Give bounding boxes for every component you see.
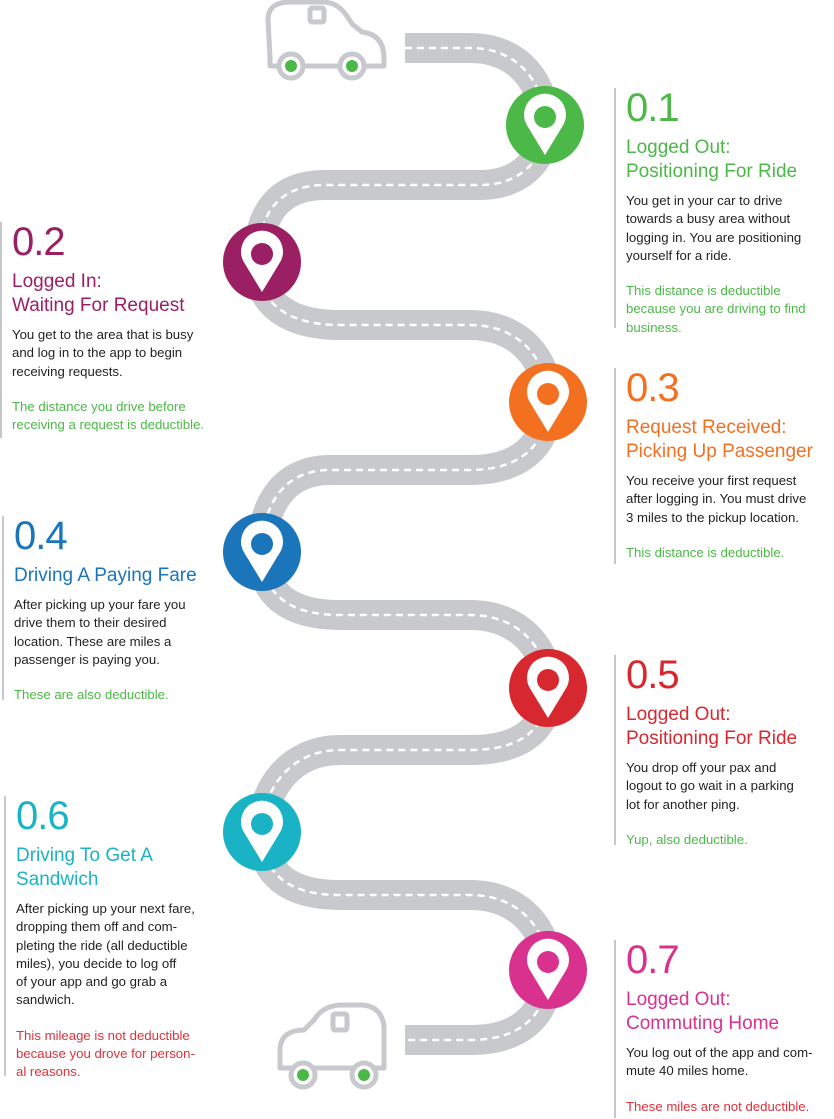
- step-description: You log out of the app and com- mute 40 …: [626, 1045, 813, 1079]
- step-number: 0.1: [626, 86, 680, 130]
- step-divider: [614, 655, 616, 845]
- step-deductibility-note: This distance is deductible because you …: [626, 283, 806, 335]
- step-deductibility-note: Yup, also deductible.: [626, 831, 748, 847]
- step-number: 0.6: [16, 794, 70, 838]
- step-0.3-map-pin-icon: [509, 363, 587, 441]
- step-deductibility-note: These are also deductible.: [14, 687, 169, 703]
- step-deductibility-note: These miles are not deductible.: [626, 1098, 810, 1114]
- step-divider: [614, 88, 616, 328]
- step-divider: [614, 940, 616, 1118]
- step-0.5-map-pin-icon: [509, 649, 587, 727]
- step-divider: [4, 796, 6, 1076]
- step-title: Driving To Get A Sandwich: [16, 845, 153, 890]
- step-title: Logged Out: Positioning For Ride: [626, 704, 798, 749]
- step-deductibility-note: This distance is deductible.: [626, 544, 785, 560]
- step-title: Driving A Paying Fare: [14, 565, 197, 586]
- step-number: 0.4: [14, 514, 68, 558]
- car-wheel-hub: [297, 1069, 309, 1081]
- step-divider: [614, 368, 616, 564]
- step-0.6-map-pin-icon: [223, 793, 301, 871]
- step-0.2-map-pin-icon: [223, 223, 301, 301]
- step-number: 0.3: [626, 366, 680, 410]
- step-description: You get to the area that is busy and log…: [12, 327, 194, 379]
- step-description: You get in your car to drive towards a b…: [626, 193, 802, 263]
- step-number: 0.7: [626, 938, 680, 982]
- winding-road: [242, 33, 564, 1055]
- step-0.1-map-pin-icon: [506, 86, 584, 164]
- car-wheel-hub: [346, 60, 358, 72]
- step-divider: [0, 222, 2, 438]
- step-0.4-map-pin-icon: [223, 513, 301, 591]
- car-wheel-hub: [285, 60, 297, 72]
- step-0.7-map-pin-icon: [509, 931, 587, 1009]
- road-center-dashes: [256, 46, 550, 1042]
- car-wheel-hub: [358, 1069, 370, 1081]
- step-deductibility-note: The distance you drive before receiving …: [12, 398, 205, 433]
- car-icon: [265, 0, 387, 81]
- step-description: You receive your first request after log…: [626, 473, 807, 525]
- step-title: Request Received: Picking Up Passenger: [626, 417, 813, 462]
- step-number: 0.2: [12, 220, 66, 264]
- step-divider: [2, 516, 4, 700]
- step-description: After picking up your next fare, droppin…: [16, 901, 195, 1008]
- step-description: You drop off your pax and logout to go w…: [626, 760, 794, 812]
- step-number: 0.5: [626, 653, 680, 697]
- step-description: After picking up your fare you drive the…: [14, 597, 186, 667]
- step-title: Logged Out: Positioning For Ride: [626, 137, 798, 182]
- step-title: Logged In: Waiting For Request: [12, 271, 185, 316]
- step-deductibility-note: This mileage is not deductible because y…: [16, 1027, 195, 1080]
- step-title: Logged Out: Commuting Home: [626, 989, 780, 1034]
